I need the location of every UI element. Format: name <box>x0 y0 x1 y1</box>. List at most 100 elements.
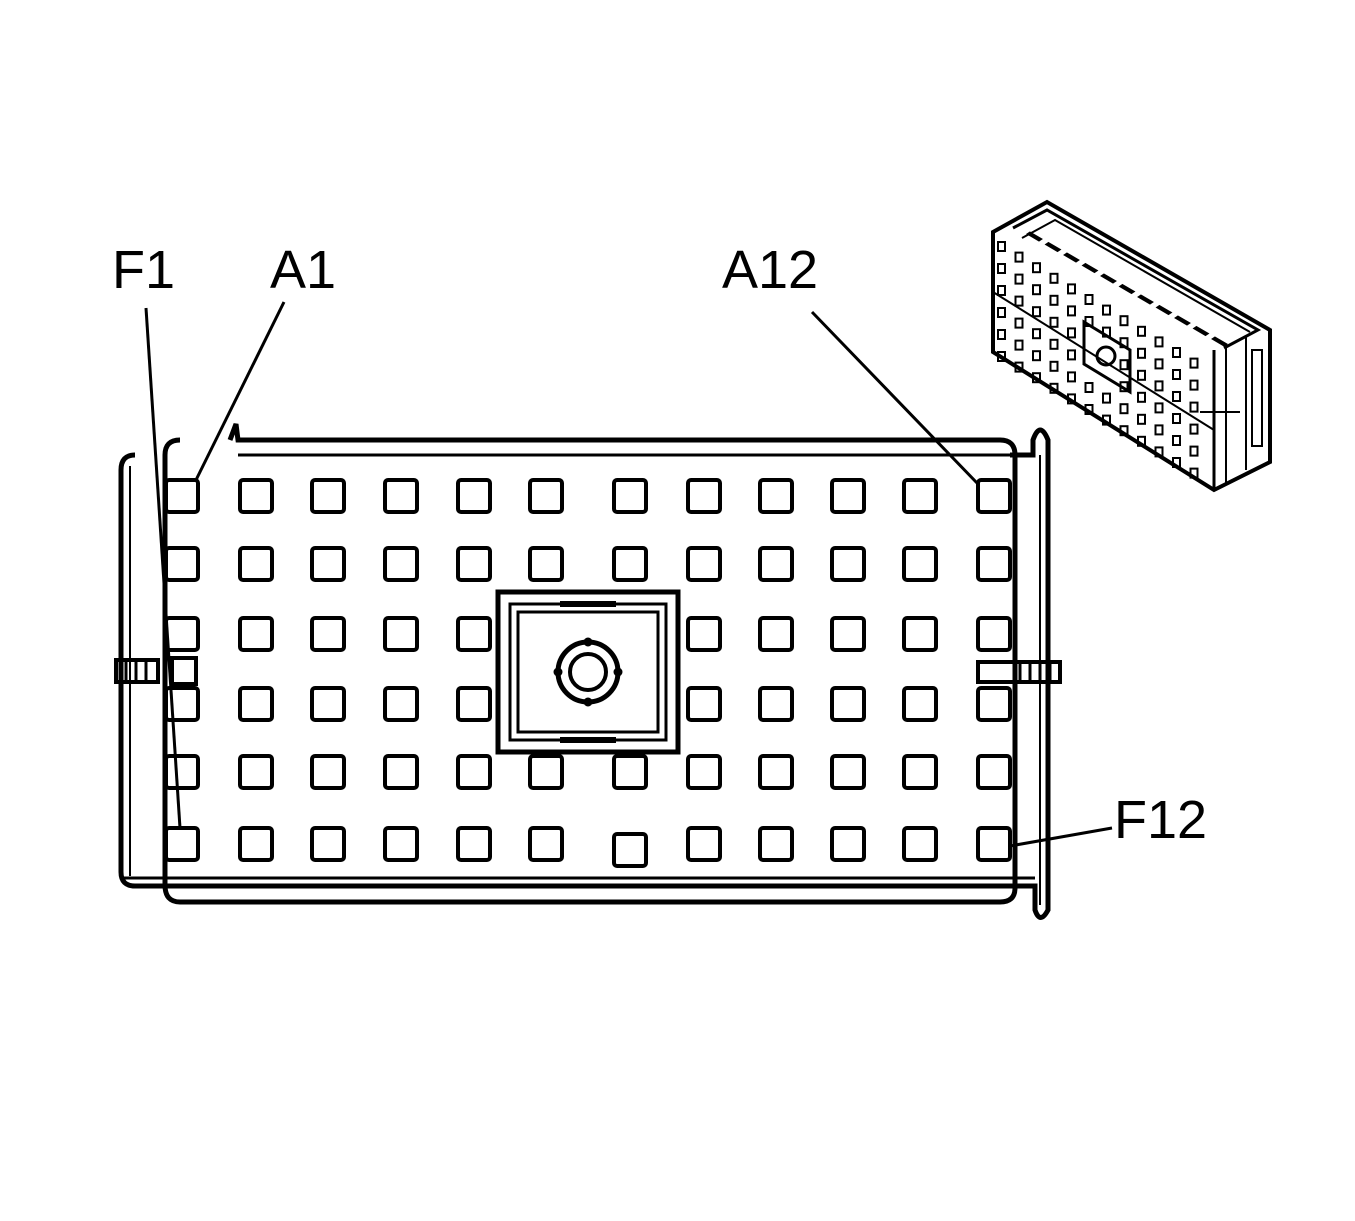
pin-cavity-F1 <box>164 826 200 862</box>
pin-cavity-D11 <box>902 686 938 722</box>
isometric-pin-cavity <box>1189 467 1199 479</box>
isometric-pin-cavity <box>1049 360 1059 372</box>
pin-cavity-E11 <box>902 754 938 790</box>
isometric-pin-cavity <box>1154 446 1164 458</box>
pin-cavity-D1 <box>164 686 200 722</box>
housing-face <box>162 423 1018 905</box>
pin-cavity-E5 <box>456 754 492 790</box>
pin-cavity-B6 <box>528 546 564 582</box>
isometric-pin-cavity <box>1137 391 1146 403</box>
isometric-top-slot <box>1118 283 1136 295</box>
isometric-pin-cavity <box>1102 304 1111 316</box>
isometric-pin-cavity <box>997 263 1006 274</box>
isometric-pin-cavity <box>1189 357 1199 369</box>
isometric-pin-cavity <box>1154 358 1164 370</box>
isometric-pin-cavity <box>1172 369 1181 380</box>
isometric-pin-cavity <box>1049 272 1059 284</box>
isometric-pin-cavity <box>1067 393 1076 405</box>
isometric-pin-cavity <box>1014 273 1024 285</box>
isometric-top-slot <box>1211 336 1228 347</box>
pin-cavity-A8 <box>686 478 722 514</box>
pin-cavity-E2 <box>238 754 274 790</box>
center-key-inner-ring <box>568 652 608 692</box>
pin-cavity-E10 <box>830 754 866 790</box>
isometric-pin-cavity <box>1154 380 1164 392</box>
pin-cavity-E3 <box>310 754 346 790</box>
isometric-pin-cavity <box>1084 404 1094 415</box>
connector-isometric-thumbnail <box>991 199 1272 493</box>
isometric-pin-cavity <box>1084 316 1094 327</box>
isometric-top-slot <box>1100 273 1117 284</box>
housing-outer-frame <box>118 427 1051 920</box>
center-key-block <box>495 589 681 755</box>
isometric-pin-cavity <box>1137 325 1146 337</box>
pin-cavity-grid <box>164 478 1012 868</box>
pin-cavity-E9 <box>758 754 794 790</box>
isometric-pin-cavity <box>1189 401 1199 413</box>
pin-cavity-A1 <box>164 478 200 514</box>
pin-cavity-E8 <box>686 754 722 790</box>
pin-cavity-A3 <box>310 478 346 514</box>
pin-cavity-B5 <box>456 546 492 582</box>
isometric-pin-cavity <box>1189 379 1199 391</box>
pin-cavity-F7 <box>612 832 648 868</box>
pin-cavity-A2 <box>238 478 274 514</box>
isometric-pin-cavity <box>1032 328 1041 340</box>
pin-cavity-A12 <box>976 478 1012 514</box>
leader-line-a1 <box>194 301 286 481</box>
pin-cavity-C4 <box>383 616 419 652</box>
isometric-pin-cavity <box>1084 294 1094 305</box>
pin-cavity-B11 <box>902 546 938 582</box>
isometric-top-slot <box>1044 241 1062 253</box>
isometric-top-slot <box>1155 304 1173 316</box>
isometric-pin-cavity <box>1189 445 1199 457</box>
connector-housing <box>114 423 1062 920</box>
left-latch-tab <box>114 656 198 686</box>
pin-cavity-E4 <box>383 754 419 790</box>
isometric-pin-cavity <box>1102 326 1111 338</box>
isometric-pin-cavity <box>1137 413 1146 425</box>
isometric-pin-cavity <box>1172 391 1181 402</box>
isometric-top-slot <box>1137 294 1154 305</box>
pin-cavity-F5 <box>456 826 492 862</box>
pin-cavity-C5 <box>456 616 492 652</box>
leader-line-a12 <box>810 310 980 486</box>
pin-cavity-D3 <box>310 686 346 722</box>
pin-cavity-A9 <box>758 478 794 514</box>
isometric-pin-cavity <box>997 329 1006 340</box>
isometric-pin-cavity <box>1172 413 1181 424</box>
isometric-pin-cavity <box>1119 425 1129 437</box>
pin-cavity-C12 <box>976 616 1012 652</box>
isometric-pin-cavity <box>1119 403 1129 415</box>
right-latch-tab <box>976 660 1062 684</box>
isometric-pin-cavity <box>1119 381 1129 393</box>
pin-cavity-A5 <box>456 478 492 514</box>
pin-cavity-C2 <box>238 616 274 652</box>
pin-cavity-D5 <box>456 686 492 722</box>
pin-cavity-E7 <box>612 754 648 790</box>
pin-cavity-C3 <box>310 616 346 652</box>
isometric-pin-cavity <box>1067 305 1076 317</box>
pin-cavity-D4 <box>383 686 419 722</box>
leader-line-f12 <box>1009 826 1113 848</box>
isometric-pin-cavity <box>997 351 1006 362</box>
isometric-pin-cavity <box>1119 359 1129 371</box>
pin-cavity-A10 <box>830 478 866 514</box>
isometric-top-slot <box>1192 325 1210 337</box>
pin-cavity-C8 <box>686 616 722 652</box>
pin-cavity-D12 <box>976 686 1012 722</box>
pin-cavity-E6 <box>528 754 564 790</box>
isometric-pin-cavity <box>1172 347 1181 358</box>
pin-cavity-B8 <box>686 546 722 582</box>
isometric-pin-cavity <box>1014 295 1024 307</box>
isometric-pin-cavity <box>1032 372 1041 384</box>
isometric-pin-cavity <box>1032 306 1041 318</box>
pin-cavity-D2 <box>238 686 274 722</box>
pin-cavity-F6 <box>528 826 564 862</box>
pin-cavity-A7 <box>612 478 648 514</box>
isometric-pin-cavity <box>1049 316 1059 328</box>
pin-cavity-B12 <box>976 546 1012 582</box>
pin-cavity-F2 <box>238 826 274 862</box>
isometric-pin-cavity <box>1172 457 1181 468</box>
isometric-top-slot <box>1063 252 1080 263</box>
